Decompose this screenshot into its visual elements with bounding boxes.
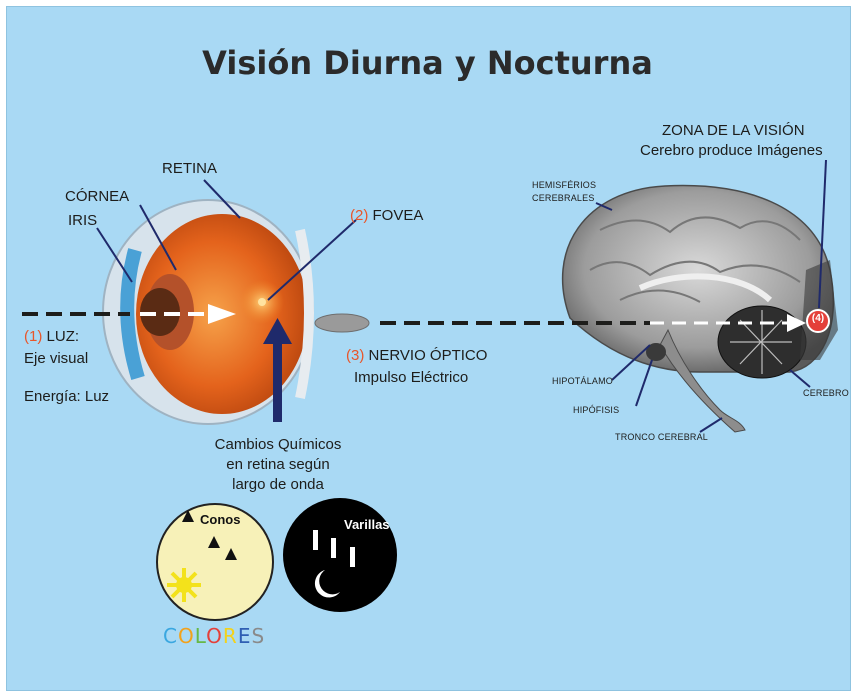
colores-letter: O — [178, 624, 195, 648]
label-nervio-number: (3) — [346, 347, 364, 364]
colores-letter: R — [223, 624, 238, 648]
colores-letter: S — [251, 624, 265, 648]
label-impulso: Impulso Eléctrico — [354, 369, 468, 386]
label-hipofisis: HIPÓFISIS — [573, 405, 619, 415]
rod-icon — [331, 538, 336, 558]
label-tronco: TRONCO CEREBRAL — [615, 432, 708, 442]
label-cornea: CÓRNEA — [65, 188, 129, 205]
label-cambios-3: largo de onda — [178, 476, 378, 493]
label-nervio-text: NERVIO ÓPTICO — [369, 347, 488, 364]
label-nervio: (3) NERVIO ÓPTICO — [346, 347, 487, 364]
label-luz-number: (1) — [24, 328, 42, 345]
brain-illustration — [563, 186, 838, 432]
label-cerebro-produce: Cerebro produce Imágenes — [640, 142, 823, 159]
rod-icon — [313, 530, 318, 550]
rod-icon — [350, 547, 355, 567]
label-hipotalamo: HIPOTÁLAMO — [552, 376, 613, 386]
colores-word: COLORES — [163, 624, 265, 648]
label-retina: RETINA — [162, 160, 217, 177]
colores-letter: E — [238, 624, 252, 648]
colores-letter: L — [195, 624, 206, 648]
optic-nerve-icon — [315, 314, 369, 332]
label-energia: Energía: Luz — [24, 388, 109, 405]
label-fovea: (2) FOVEA — [350, 207, 423, 224]
label-eje-visual: Eje visual — [24, 350, 88, 367]
diagram-title: Visión Diurna y Nocturna — [0, 44, 855, 82]
label-hemisferios-2: CEREBRALES — [532, 193, 595, 203]
label-fovea-number: (2) — [350, 207, 368, 224]
label-varillas: Varillas — [344, 517, 390, 532]
label-cambios-1: Cambios Químicos — [178, 436, 378, 453]
rods-circle — [283, 498, 397, 612]
label-cerebro: CEREBRO — [803, 388, 849, 398]
label-step-4: (4) — [807, 313, 829, 324]
label-conos: Conos — [200, 512, 240, 527]
label-iris: IRIS — [68, 212, 97, 229]
label-zona: ZONA DE LA VISIÓN — [662, 122, 805, 139]
colores-letter: O — [206, 624, 223, 648]
label-cambios-2: en retina según — [178, 456, 378, 473]
colores-letter: C — [163, 624, 178, 648]
label-hemisferios-1: HEMISFÉRIOS — [532, 180, 596, 190]
label-luz-text: LUZ: — [47, 328, 80, 345]
label-luz: (1) LUZ: — [24, 328, 79, 345]
label-fovea-text: FOVEA — [373, 207, 424, 224]
